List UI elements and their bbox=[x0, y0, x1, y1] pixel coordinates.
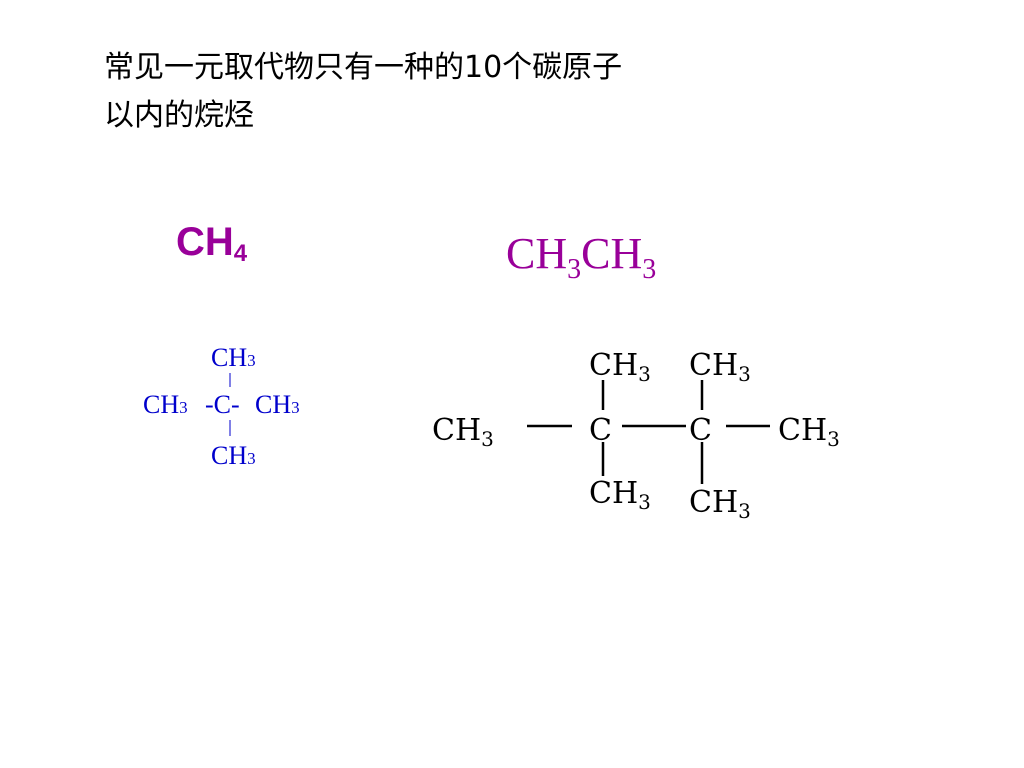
methane-ch: CH bbox=[176, 220, 234, 264]
ethane-ch-a: CH bbox=[506, 229, 568, 278]
hexa-lower-right-group: CH3 bbox=[689, 485, 751, 523]
methane-subscript: 4 bbox=[233, 240, 248, 267]
methane-formula: CH4 bbox=[176, 220, 247, 268]
hexa-carbon-1: C bbox=[589, 413, 612, 448]
hexa-left-group: CH3 bbox=[432, 413, 494, 451]
neopentane-top-group: CH3 bbox=[211, 343, 256, 372]
hexa-upper-left-group: CH3 bbox=[589, 348, 651, 386]
hexa-right-group: CH3 bbox=[778, 413, 840, 451]
neopentane-center-carbon: -C- bbox=[205, 390, 240, 419]
ethane-ch-b: CH bbox=[581, 229, 643, 278]
neopentane-left-group: CH3 bbox=[143, 390, 188, 419]
hexa-upper-right-group: CH3 bbox=[689, 348, 751, 386]
hexa-carbon-2: C bbox=[689, 413, 712, 448]
ethane-formula: CH3CH3 bbox=[506, 228, 656, 286]
title-line-2: 以内的烷烃 bbox=[104, 98, 254, 133]
slide-title: 常见一元取代物只有一种的10个碳原子 以内的烷烃 bbox=[104, 44, 804, 140]
neopentane-right-group: CH3 bbox=[255, 390, 300, 419]
hexa-lower-left-group: CH3 bbox=[589, 476, 651, 514]
ethane-sub-a: 3 bbox=[567, 254, 582, 285]
neopentane-bottom-group: CH3 bbox=[211, 441, 256, 470]
ethane-sub-b: 3 bbox=[642, 254, 657, 285]
title-line-1: 常见一元取代物只有一种的10个碳原子 bbox=[104, 50, 623, 85]
